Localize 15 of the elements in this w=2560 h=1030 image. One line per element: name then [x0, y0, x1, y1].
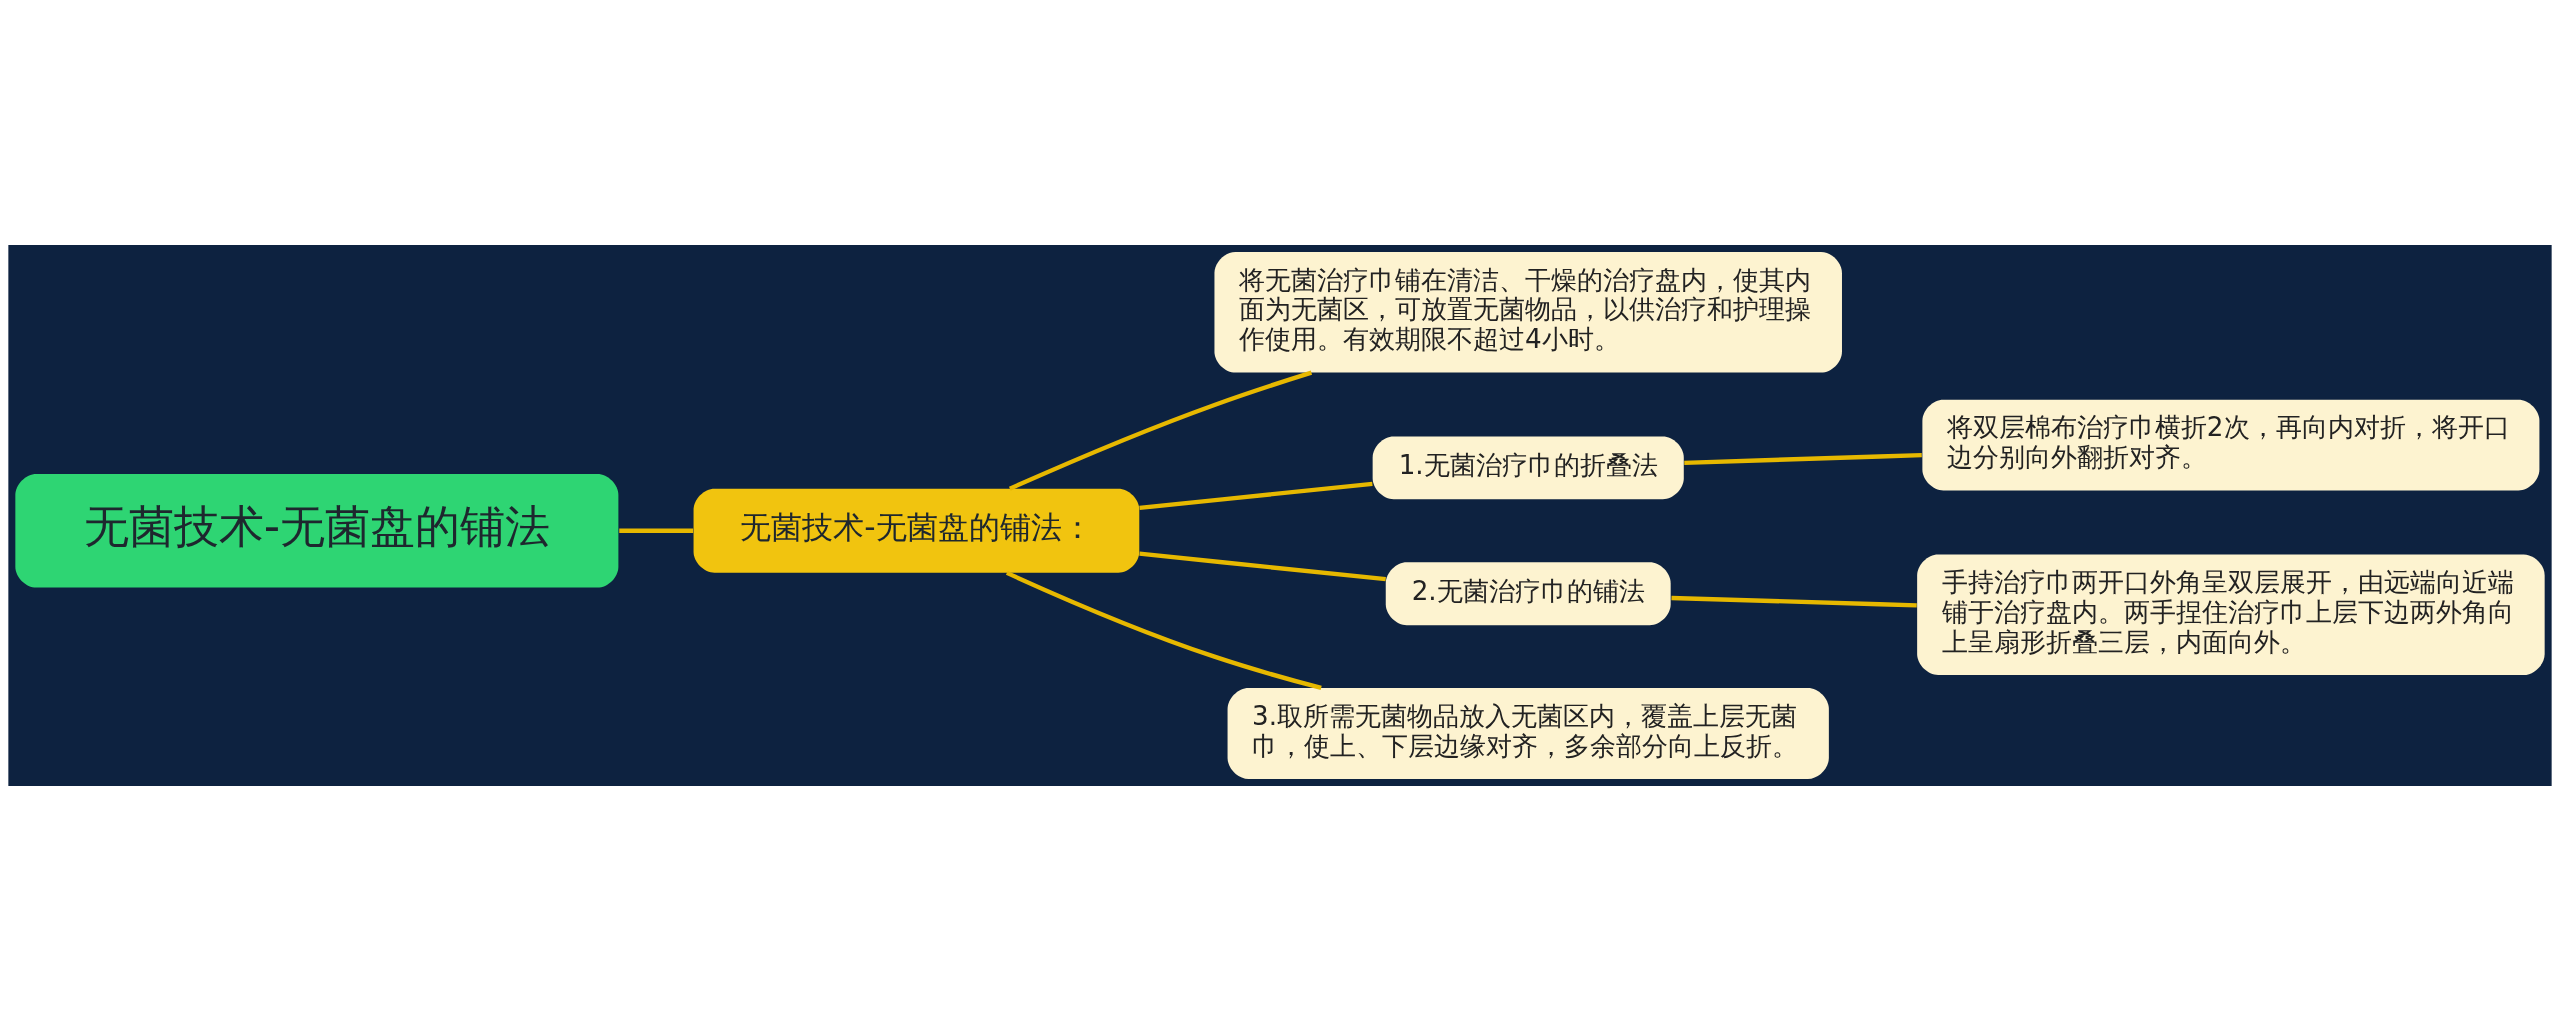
- connector: [1671, 595, 1917, 607]
- node-box: 无菌技术-无菌盘的铺法：: [693, 488, 1140, 573]
- node-box: 无菌技术-无菌盘的铺法: [15, 473, 619, 588]
- connector: [1684, 452, 1922, 465]
- node-box: 将双层棉布治疗巾横折2次，再向内对折，将开口边分别向外翻折对齐。: [1922, 399, 2540, 491]
- connector: [1139, 481, 1373, 510]
- node-box: 3.取所需无菌物品放入无菌区内，覆盖上层无菌巾，使上、下层边缘对齐，多余部分向上反折。: [1227, 687, 1829, 779]
- connector: [1005, 570, 1322, 690]
- node-box: 2.无菌治疗巾的铺法: [1385, 561, 1671, 625]
- node-box: 手持治疗巾两开口外角呈双层展开，由远端向近端铺于治疗盘内。两手捏住治疗巾上层下边两外角向上呈扇形折叠三层，内面向外。: [1917, 553, 2545, 675]
- node-box: 将无菌治疗巾铺在清洁、干燥的治疗盘内，使其内面为无菌区，可放置无菌物品，以供治疗和护理操作使用。有效期限不超过4小时。: [1214, 251, 1842, 373]
- connector: [1008, 370, 1313, 491]
- node-box: 1.无菌治疗巾的折叠法: [1372, 435, 1684, 499]
- connector: [1139, 551, 1386, 581]
- connector: [619, 528, 694, 533]
